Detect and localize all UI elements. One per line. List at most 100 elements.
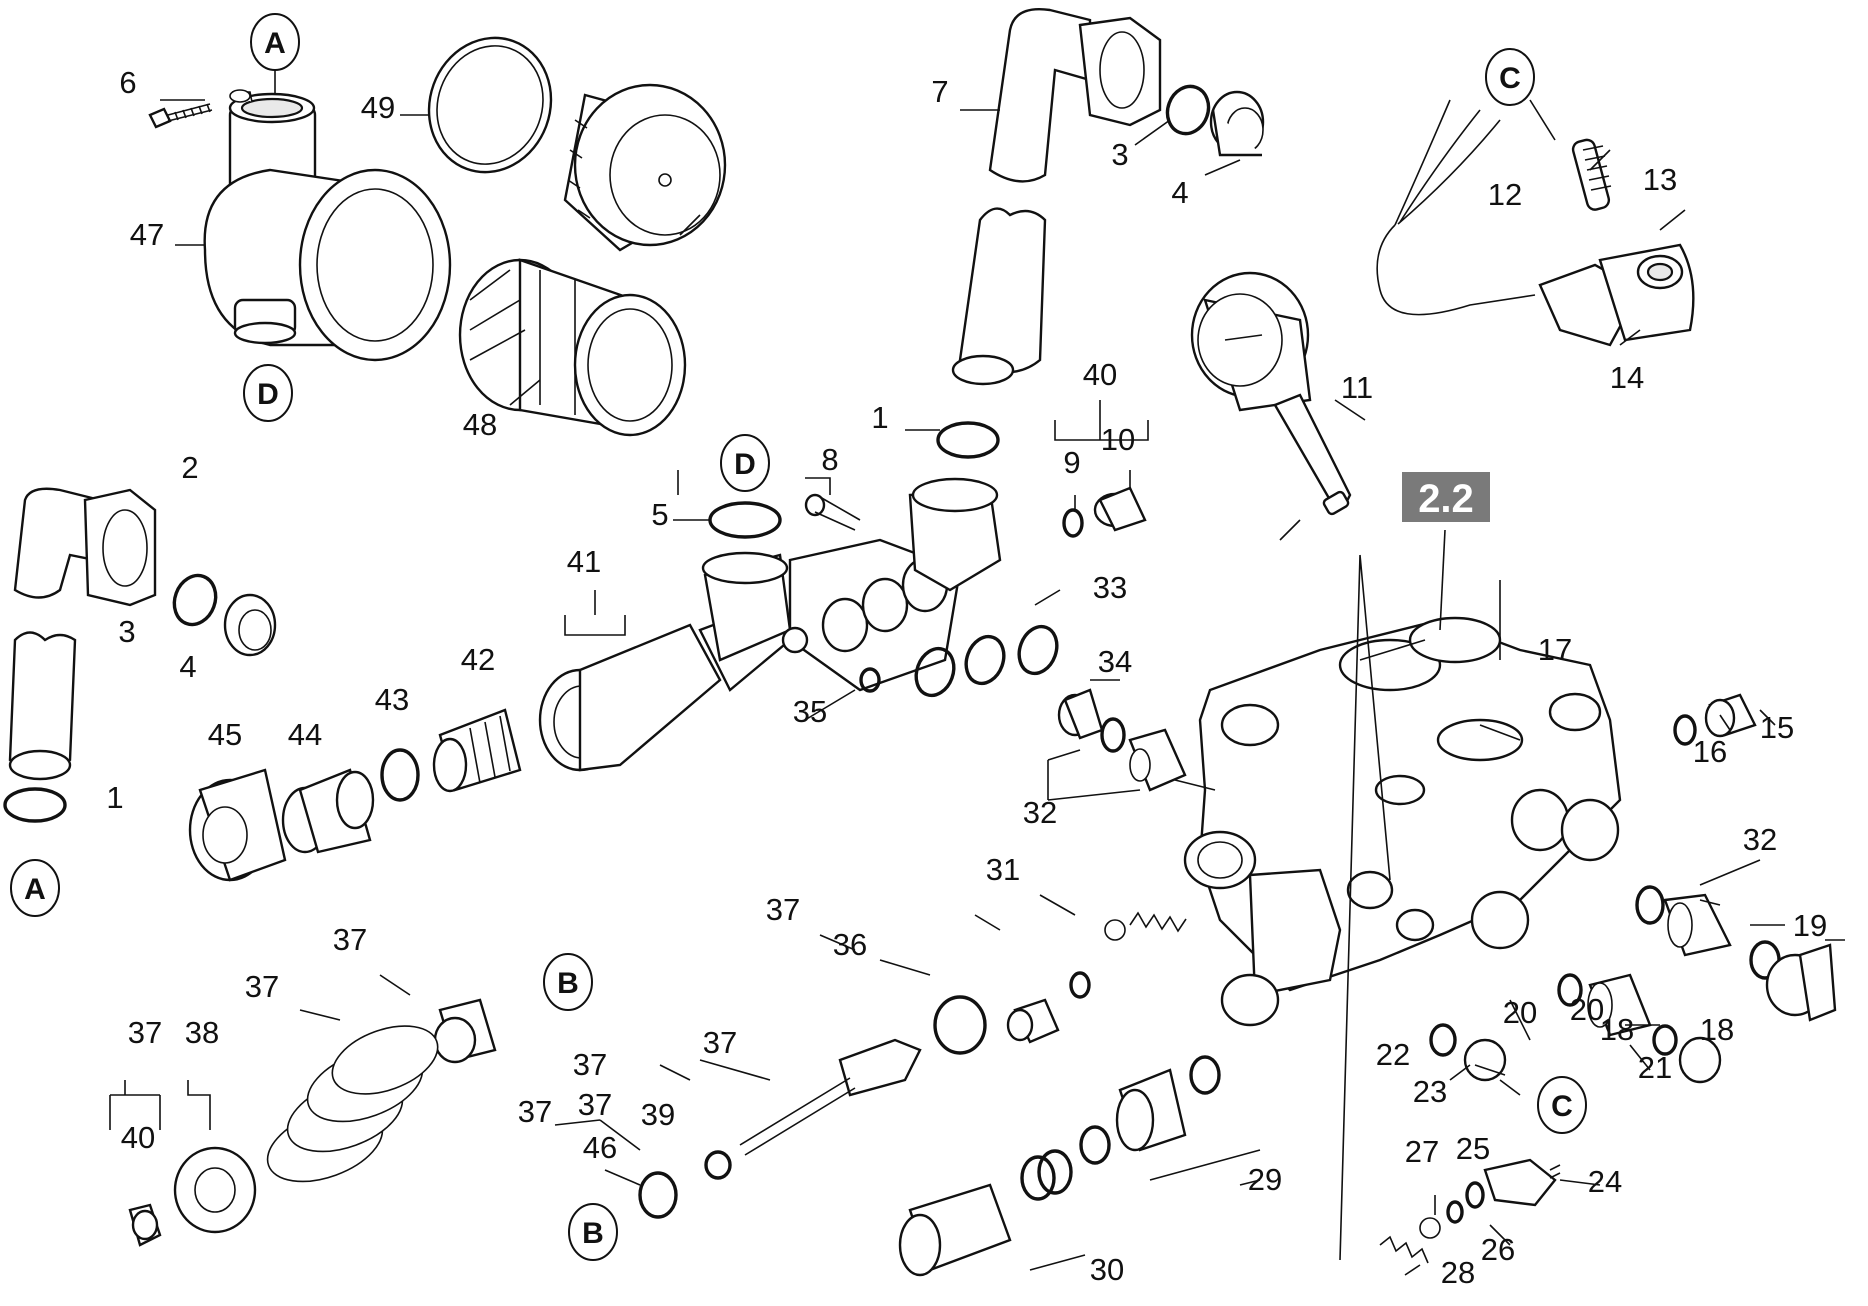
part-label-40: 40 [121, 1120, 155, 1155]
screw-drawing [148, 103, 213, 129]
part-label-18: 18 [1700, 1012, 1734, 1047]
part-label-4: 4 [1171, 175, 1188, 210]
part-label-10: 10 [1101, 422, 1135, 457]
part-label-23: 23 [1413, 1074, 1447, 1109]
connector-ref-d: D [243, 364, 293, 422]
badge-label: 2.2 [1418, 477, 1474, 521]
plug-15-drawing [1673, 693, 1757, 746]
oring-top-drawing [1165, 84, 1211, 136]
connector-ref-a: A [250, 13, 300, 71]
inlet-fittings-drawing [188, 708, 522, 882]
part-label-49: 49 [361, 90, 395, 125]
connector-ref-circle [1485, 48, 1535, 106]
part-label-37: 37 [245, 969, 279, 1004]
connector-ref-letter: D [257, 378, 279, 411]
part-label-34: 34 [1098, 644, 1132, 679]
part-label-8: 8 [821, 442, 838, 477]
part-label-36: 36 [833, 927, 867, 962]
connector-ref-letter: C [1551, 1090, 1573, 1123]
oring-5-drawing [708, 501, 782, 539]
connector-ref-b: B [543, 953, 593, 1011]
connector-ref-circle [543, 953, 593, 1011]
connector-ref-c: C [1485, 48, 1535, 106]
sensor-cable-drawing [1376, 99, 1695, 347]
part-label-3: 3 [1111, 137, 1128, 172]
part-label-20: 20 [1570, 992, 1604, 1027]
connector-references: A A B B C C D D [10, 13, 1587, 1261]
inlet-manifold-drawing [538, 477, 1002, 772]
elbow-hose-left-drawing [8, 487, 277, 781]
connector-ref-letter: B [582, 1217, 604, 1250]
part-label-37: 37 [578, 1087, 612, 1122]
part-label-12: 12 [1488, 177, 1522, 212]
large-oring-inner [436, 45, 544, 165]
part-label-28: 28 [1441, 1255, 1475, 1290]
connector-ref-circle [568, 1203, 618, 1261]
part-label-32: 32 [1743, 822, 1777, 857]
fitting-top-drawing [1209, 90, 1265, 157]
leader-lines [109, 70, 1845, 1276]
connector-ref-circle [10, 859, 60, 917]
part-label-33: 33 [1093, 570, 1127, 605]
valve-group-32-drawing [1057, 688, 1187, 792]
part-label-37: 37 [128, 1015, 162, 1050]
cap-drawing [563, 83, 727, 252]
filter-housing-drawing [203, 89, 452, 362]
part-label-27: 27 [1405, 1134, 1439, 1169]
part-label-9: 9 [1063, 445, 1080, 480]
part-label-15: 15 [1760, 710, 1794, 745]
connector-ref-circle [250, 13, 300, 71]
connector-ref-letter: D [734, 448, 756, 481]
screw-8-drawing [804, 493, 861, 531]
part-label-18: 18 [1600, 1012, 1634, 1047]
part-label-31: 31 [986, 852, 1020, 887]
part-label-14: 14 [1610, 360, 1644, 395]
part-label-4: 4 [179, 649, 196, 684]
connector-ref-circle [243, 364, 293, 422]
part-label-25: 25 [1456, 1131, 1490, 1166]
oring-35-drawing [859, 667, 881, 693]
connector-ref-circle [720, 434, 770, 492]
part-label-1: 1 [106, 780, 123, 815]
part-label-29: 29 [1248, 1162, 1282, 1197]
pressure-gauge-drawing [1190, 271, 1352, 516]
plug-10-drawing [1093, 486, 1147, 532]
part-label-42: 42 [461, 642, 495, 677]
oring-left-drawing [3, 787, 67, 823]
connector-ref-a: A [10, 859, 60, 917]
part-label-43: 43 [375, 682, 409, 717]
part-label-2: 2 [181, 450, 198, 485]
part-label-37: 37 [333, 922, 367, 957]
part-label-16: 16 [1693, 734, 1727, 769]
spring-stack-drawing [128, 998, 497, 1247]
connector-ref-b: B [568, 1203, 618, 1261]
part-label-7: 7 [931, 74, 948, 109]
part-label-3: 3 [118, 614, 135, 649]
part-label-11: 11 [1341, 370, 1373, 405]
filter-insert-drawing [458, 258, 687, 437]
part-label-48: 48 [463, 407, 497, 442]
assembly-badge: 2.2 [1402, 472, 1490, 522]
part-label-39: 39 [641, 1097, 675, 1132]
part-label-38: 38 [185, 1015, 219, 1050]
valve-group-right-drawing [1635, 885, 1837, 1022]
part-label-40: 40 [1083, 357, 1117, 392]
valve-31-drawing [1006, 911, 1187, 1044]
oring-9-drawing [1062, 508, 1084, 538]
part-label-37: 37 [518, 1094, 552, 1129]
connector-ref-letter: A [264, 27, 286, 60]
part-label-22: 22 [1376, 1037, 1410, 1072]
part-label-6: 6 [119, 65, 136, 100]
piston-parts-drawing [898, 1055, 1221, 1277]
part-label-37: 37 [703, 1025, 737, 1060]
part-label-47: 47 [130, 217, 164, 252]
part-label-19: 19 [1793, 908, 1827, 943]
part-label-35: 35 [793, 694, 827, 729]
valve-20-drawing [1429, 973, 1722, 1084]
connector-ref-d: D [720, 434, 770, 492]
oring-1-upper-drawing [936, 421, 1000, 459]
part-label-37: 37 [766, 892, 800, 927]
part-label-41: 41 [567, 544, 601, 579]
pump-body-drawing [1183, 616, 1622, 1027]
